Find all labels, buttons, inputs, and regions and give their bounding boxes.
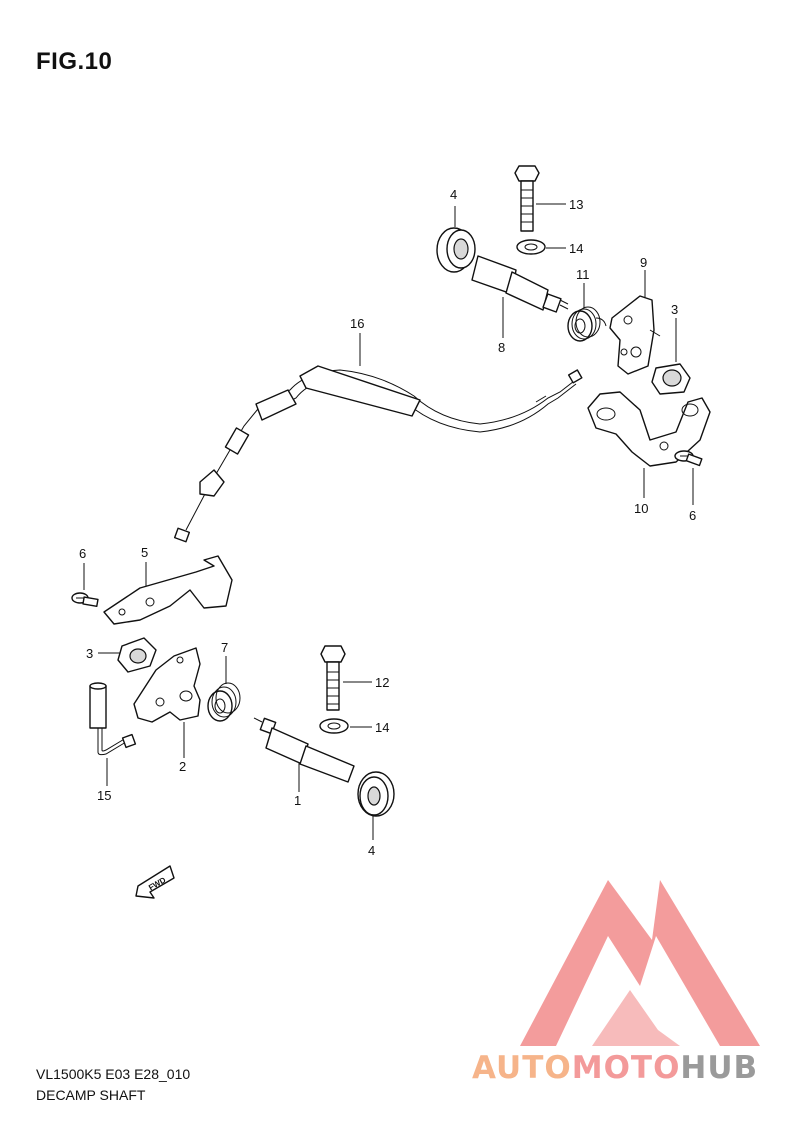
spring-7 xyxy=(207,682,241,722)
oil-seal-4-upper xyxy=(436,227,476,273)
callout-1: 1 xyxy=(294,793,301,808)
callout-13: 13 xyxy=(569,197,583,212)
watermark-part-hub: HUB xyxy=(680,1050,759,1086)
callout-11: 11 xyxy=(576,267,590,282)
callout-10: 10 xyxy=(634,501,648,516)
callout-4-lower: 4 xyxy=(368,843,375,858)
callout-7: 7 xyxy=(221,640,228,655)
washer-14-upper xyxy=(516,239,546,255)
callout-15: 15 xyxy=(97,788,111,803)
bolt-13 xyxy=(514,165,540,232)
watermark-logo-icon xyxy=(520,880,760,1046)
watermark-part-moto: MOTO xyxy=(571,1050,681,1086)
callout-14-upper: 14 xyxy=(569,241,583,256)
decamp-shaft-1 xyxy=(253,717,355,783)
forward-direction-arrow: FWD xyxy=(135,865,175,899)
collar-3-lower xyxy=(117,637,157,673)
bracket-10 xyxy=(587,391,711,467)
model-code: VL1500K5 E03 E28_010 xyxy=(36,1066,191,1082)
washer-14-lower xyxy=(319,718,349,734)
watermark-part-auto: AUTO xyxy=(472,1050,572,1086)
oil-seal-4-lower xyxy=(357,771,395,817)
figure-title: FIG.10 xyxy=(36,48,113,75)
spring-11 xyxy=(567,306,607,342)
bolt-12 xyxy=(320,645,346,711)
callout-12: 12 xyxy=(375,675,389,690)
screw-6-upper xyxy=(674,450,703,467)
lever-2 xyxy=(133,647,201,723)
callout-9: 9 xyxy=(640,255,647,270)
callout-3-lower: 3 xyxy=(86,646,93,661)
collar-3-upper xyxy=(651,363,691,395)
callout-3-upper: 3 xyxy=(671,302,678,317)
callout-6-upper: 6 xyxy=(689,508,696,523)
decamp-cable-16 xyxy=(173,365,583,543)
callout-2: 2 xyxy=(179,759,186,774)
watermark-brand-text: AUTOMOTOHUB xyxy=(472,1050,758,1086)
section-name: DECAMP SHAFT xyxy=(36,1087,146,1103)
callout-14-lower: 14 xyxy=(375,720,389,735)
callout-8: 8 xyxy=(498,340,505,355)
switch-15 xyxy=(89,682,137,756)
callout-6-lower: 6 xyxy=(79,546,86,561)
callout-5: 5 xyxy=(141,545,148,560)
screw-6-lower xyxy=(71,592,99,608)
callout-16: 16 xyxy=(350,316,364,331)
callout-4-upper: 4 xyxy=(450,187,457,202)
decamp-shaft-8 xyxy=(471,255,569,313)
lever-5 xyxy=(103,555,233,625)
lever-9 xyxy=(609,295,661,375)
